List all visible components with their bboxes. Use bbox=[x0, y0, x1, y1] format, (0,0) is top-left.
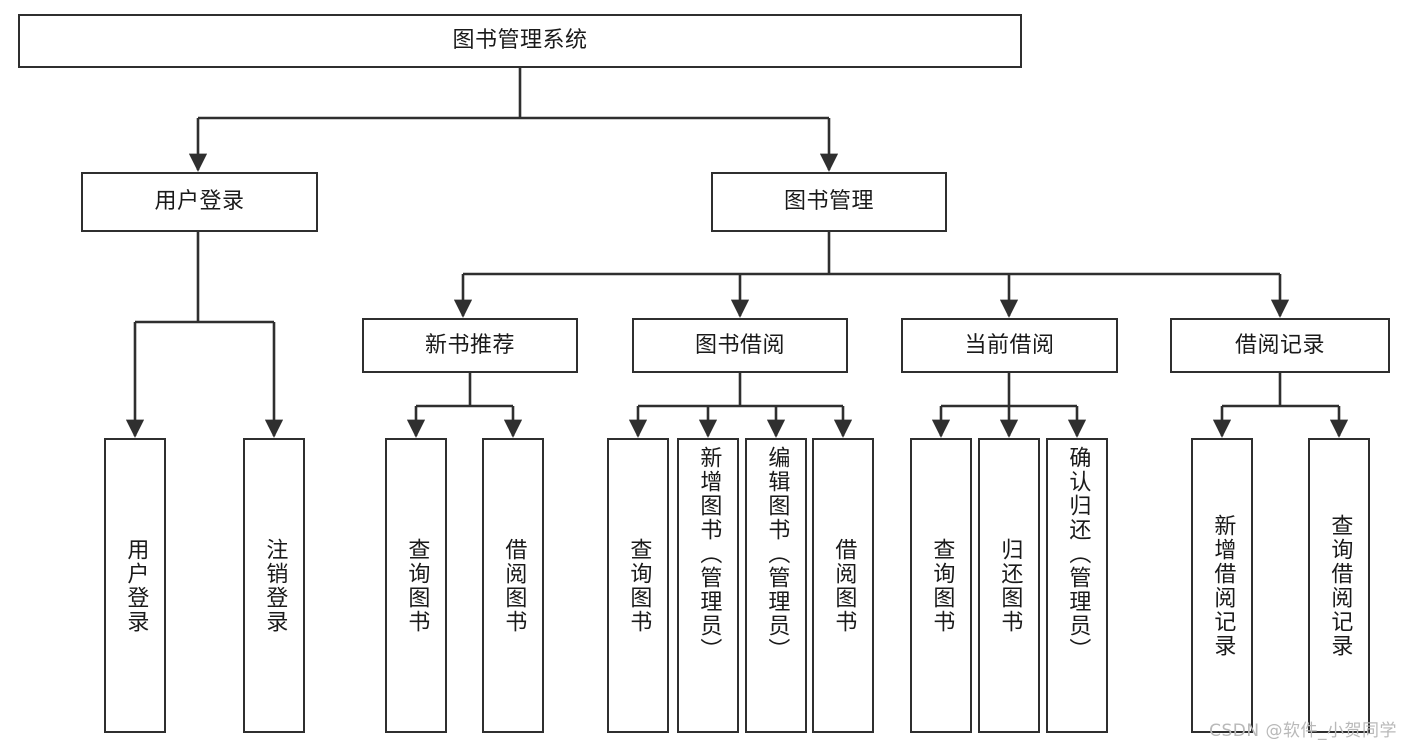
node-root-label: 图书管理系统 bbox=[452, 28, 588, 54]
leaf-current-borrow-confirm-return[interactable]: 确认归还（管理员） bbox=[1046, 438, 1108, 733]
leaf-borrow-record-add[interactable]: 新增借阅记录 bbox=[1191, 438, 1253, 733]
node-borrowing-record[interactable]: 借阅记录 bbox=[1170, 318, 1390, 373]
node-book-borrowing-label: 图书借阅 bbox=[694, 332, 785, 358]
leaf-book-borrow-query[interactable]: 查询图书 bbox=[607, 438, 669, 733]
leaf-new-book-borrow[interactable]: 借阅图书 bbox=[482, 438, 544, 733]
leaf-book-borrow-query-label: 查询图书 bbox=[626, 537, 652, 634]
leaf-current-borrow-confirm-return-label: 确认归还（管理员） bbox=[1065, 446, 1091, 662]
leaf-user-login-signout-label: 注销登录 bbox=[262, 537, 288, 634]
leaf-user-login-signin[interactable]: 用户登录 bbox=[104, 438, 166, 733]
leaf-borrow-record-add-label: 新增借阅记录 bbox=[1210, 513, 1236, 658]
node-current-borrowing-label: 当前借阅 bbox=[964, 332, 1055, 358]
leaf-current-borrow-query[interactable]: 查询图书 bbox=[910, 438, 972, 733]
leaf-book-borrow-edit[interactable]: 编辑图书（管理员） bbox=[745, 438, 807, 733]
node-user-login[interactable]: 用户登录 bbox=[81, 172, 318, 232]
leaf-current-borrow-return-label: 归还图书 bbox=[997, 537, 1023, 634]
leaf-current-borrow-return[interactable]: 归还图书 bbox=[978, 438, 1040, 733]
leaf-new-book-borrow-label: 借阅图书 bbox=[501, 537, 527, 634]
leaf-book-borrow-add-label: 新增图书（管理员） bbox=[696, 446, 722, 662]
leaf-book-borrow-borrow[interactable]: 借阅图书 bbox=[812, 438, 874, 733]
node-borrowing-record-label: 借阅记录 bbox=[1234, 332, 1325, 358]
node-book-borrowing[interactable]: 图书借阅 bbox=[632, 318, 848, 373]
node-book-management[interactable]: 图书管理 bbox=[711, 172, 947, 232]
leaf-new-book-query-label: 查询图书 bbox=[404, 537, 430, 634]
node-user-login-label: 用户登录 bbox=[154, 189, 245, 215]
node-new-book-recommendation[interactable]: 新书推荐 bbox=[362, 318, 578, 373]
node-book-management-label: 图书管理 bbox=[783, 189, 874, 215]
leaf-borrow-record-query[interactable]: 查询借阅记录 bbox=[1308, 438, 1370, 733]
node-current-borrowing[interactable]: 当前借阅 bbox=[901, 318, 1118, 373]
node-new-book-recommendation-label: 新书推荐 bbox=[424, 332, 515, 358]
leaf-current-borrow-query-label: 查询图书 bbox=[929, 537, 955, 634]
leaf-book-borrow-edit-label: 编辑图书（管理员） bbox=[764, 446, 790, 662]
leaf-user-login-signout[interactable]: 注销登录 bbox=[243, 438, 305, 733]
leaf-borrow-record-query-label: 查询借阅记录 bbox=[1327, 513, 1353, 658]
leaf-book-borrow-borrow-label: 借阅图书 bbox=[831, 537, 857, 634]
node-root[interactable]: 图书管理系统 bbox=[18, 14, 1022, 68]
leaf-new-book-query[interactable]: 查询图书 bbox=[385, 438, 447, 733]
leaf-user-login-signin-label: 用户登录 bbox=[123, 537, 149, 634]
leaf-book-borrow-add[interactable]: 新增图书（管理员） bbox=[677, 438, 739, 733]
